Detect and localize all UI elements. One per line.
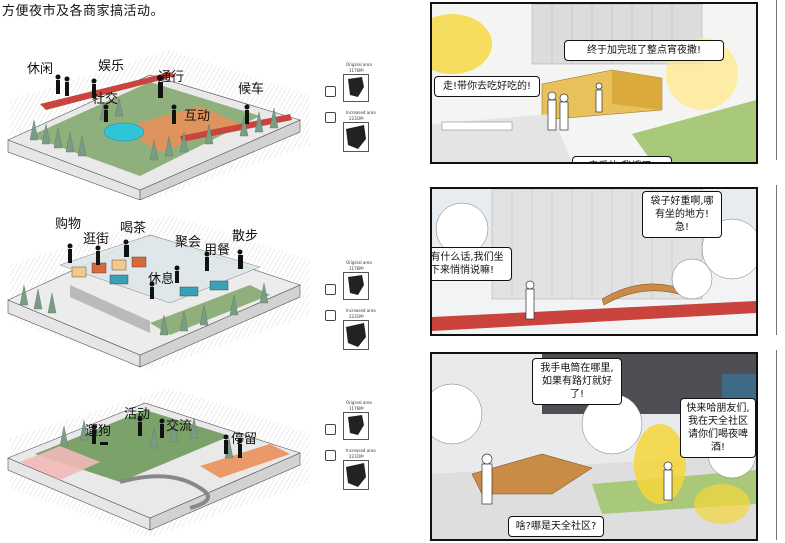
original-area-value: 1176M² <box>349 266 365 271</box>
legend-marker <box>325 424 336 435</box>
original-area-value: 1176M² <box>349 406 365 411</box>
activity-label: 休闲 <box>27 62 54 77</box>
legend-marker <box>325 86 336 97</box>
activity-label: 停留 <box>231 432 258 447</box>
header-text: 方便夜市及各商家搞活动。 <box>2 4 165 19</box>
activity-label: 互动 <box>184 109 211 124</box>
speech-bubble: 啥?哪是天全社区? <box>508 516 604 537</box>
panel-divider-line <box>776 185 777 335</box>
activity-label: 用餐 <box>204 243 231 258</box>
legend-marker <box>325 112 336 123</box>
increased-area-value: 2231M² <box>349 314 365 319</box>
speech-bubble: 终于加完班了整点宵夜撒! <box>564 40 724 61</box>
activity-label: 活动 <box>124 407 151 422</box>
original-area-caption: Original area <box>346 400 372 405</box>
original-area-map <box>343 412 369 440</box>
activity-label: 社交 <box>92 92 119 107</box>
axonometric-diagram-1 <box>0 40 310 200</box>
speech-bubble: 亲爱的,我饿了! <box>572 156 672 162</box>
axonometric-diagram-2 <box>0 205 310 370</box>
activity-label: 购物 <box>55 217 82 232</box>
original-area-map <box>343 74 369 102</box>
speech-bubble: 我手电筒在哪里,如果有路灯就好了! <box>532 358 622 405</box>
speech-bubble: 你有什么话,我们坐下来悄悄说嘛! <box>432 247 512 281</box>
speech-bubble: 快来哈朋友们,我在天全社区请你们喝夜啤酒! <box>680 398 756 458</box>
activity-label: 喝茶 <box>120 221 147 236</box>
activity-label: 娱乐 <box>98 59 125 74</box>
increased-area-caption: Increased area <box>346 448 376 453</box>
activity-label: 遛狗 <box>85 424 112 439</box>
panel-divider-line <box>776 0 777 160</box>
area-legend-2: Original area 1176M² Increased area 2231… <box>325 260 376 360</box>
activity-label: 散步 <box>232 229 259 244</box>
panel-divider-line <box>776 350 777 540</box>
increased-area-map <box>343 122 369 152</box>
original-area-map <box>343 272 369 300</box>
activity-label: 交流 <box>166 419 193 434</box>
comic-panel-3: 我手电筒在哪里,如果有路灯就好了! 快来哈朋友们,我在天全社区请你们喝夜啤酒! … <box>430 352 758 541</box>
activity-label: 聚会 <box>175 235 202 250</box>
original-area-value: 1176M² <box>349 68 365 73</box>
activity-label: 候车 <box>238 82 265 97</box>
original-area-caption: Original area <box>346 62 372 67</box>
area-legend-1: Original area 1176M² Increased area 2231… <box>325 62 376 162</box>
increased-area-value: 2231M² <box>349 454 365 459</box>
speech-bubble: 走!带你去吃好吃的! <box>434 76 540 97</box>
increased-area-value: 2231M² <box>349 116 365 121</box>
legend-marker <box>325 310 336 321</box>
increased-area-caption: Increased area <box>346 110 376 115</box>
increased-area-caption: Increased area <box>346 308 376 313</box>
activity-label: 通行 <box>158 70 185 85</box>
increased-area-map <box>343 320 369 350</box>
axonometric-diagram-3 <box>0 378 310 538</box>
increased-area-map <box>343 460 369 490</box>
comic-panel-2: 袋子好重啊,哪有坐的地方!急! 你有什么话,我们坐下来悄悄说嘛! <box>430 187 758 336</box>
speech-bubble: 袋子好重啊,哪有坐的地方!急! <box>642 191 722 238</box>
activity-label: 休息 <box>148 272 175 287</box>
legend-marker <box>325 450 336 461</box>
activity-label: 逛街 <box>83 232 110 247</box>
original-area-caption: Original area <box>346 260 372 265</box>
legend-marker <box>325 284 336 295</box>
area-legend-3: Original area 1176M² Increased area 2231… <box>325 400 376 500</box>
comic-panel-1: 终于加完班了整点宵夜撒! 走!带你去吃好吃的! 亲爱的,我饿了! <box>430 2 758 164</box>
